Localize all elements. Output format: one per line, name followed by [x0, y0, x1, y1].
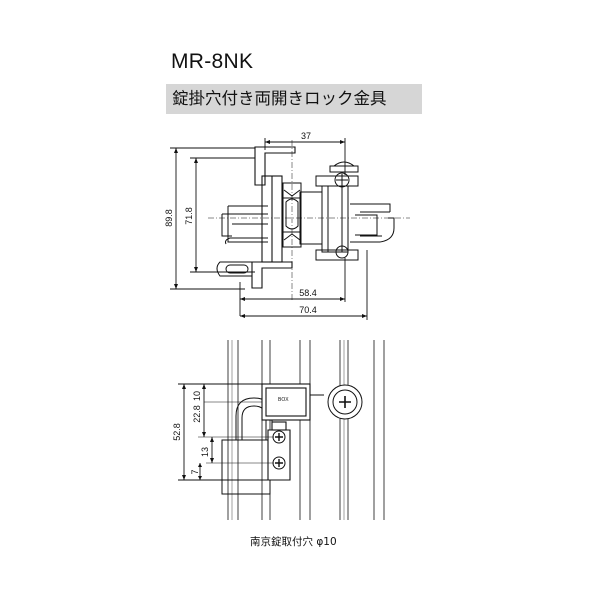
dim-37-label: 37	[301, 131, 311, 141]
centre-lines	[208, 140, 410, 300]
dim-89-8: 89.8	[164, 147, 255, 290]
dim-70-4-label: 70.4	[299, 305, 317, 315]
dim-52-8: 52.8	[172, 383, 268, 481]
rail-profile	[221, 203, 395, 245]
frame-lines	[227, 340, 385, 520]
knob-front	[310, 384, 363, 420]
product-description: 錠掛穴付き両開きロック金具	[172, 89, 387, 108]
dim-37: 37	[264, 131, 346, 175]
front-view: BOX 52.8 22.8	[172, 340, 385, 520]
dim-22-8-label: 22.8	[192, 405, 202, 423]
top-view: 37 89.8 71.8	[164, 131, 410, 320]
dim-13-label: 13	[200, 447, 210, 457]
knob-top	[329, 161, 359, 259]
dim-70-4: 70.4	[240, 250, 368, 320]
dim-13: 13	[200, 437, 274, 464]
left-hook	[251, 146, 296, 289]
dim-52-8-label: 52.8	[172, 423, 182, 441]
padlock-hole-note: 南京錠取付穴 φ10	[250, 536, 337, 548]
description-bar	[166, 84, 422, 114]
dim-7-label: 7	[190, 469, 200, 474]
screw-upper	[272, 430, 286, 444]
padlock-tab	[216, 261, 253, 277]
lock-plate	[261, 383, 311, 481]
dim-71-8: 71.8	[184, 157, 255, 273]
dim-89-8-label: 89.8	[164, 209, 174, 227]
screw-lower	[272, 456, 286, 470]
dim-7: 7	[190, 463, 202, 480]
dim-71-8-label: 71.8	[184, 207, 194, 225]
model-number: MR-8NK	[171, 50, 254, 73]
dim-58-4-label: 58.4	[299, 288, 317, 298]
dim-10: 10	[192, 391, 262, 403]
dim-10-label: 10	[192, 391, 202, 401]
dim-58-4: 58.4	[239, 258, 346, 316]
dim-22-8: 22.8	[192, 384, 274, 438]
stamp-text: BOX	[278, 397, 289, 403]
